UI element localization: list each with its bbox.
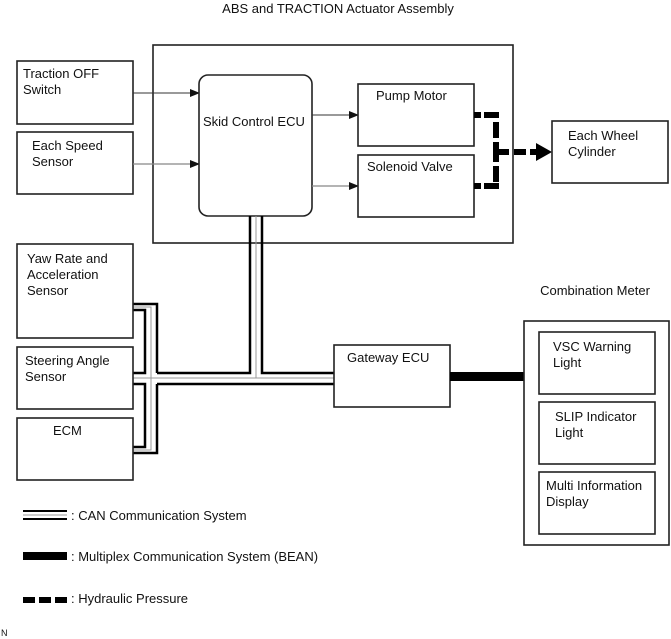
wheel-cylinder-label-2: Cylinder (568, 144, 616, 159)
legend-hydraulic-label: : Hydraulic Pressure (71, 591, 188, 606)
traction-off-switch-box: Traction OFF Switch (16, 60, 134, 125)
hydraulic-pressure-lines (474, 112, 552, 189)
speed-sensor-label-2: Sensor (32, 154, 74, 169)
mid-label-1: Multi Information (546, 478, 642, 493)
yaw-rate-label-3: Sensor (27, 283, 69, 298)
gateway-ecu-label: Gateway ECU (347, 350, 429, 365)
ecm-box: ECM (16, 417, 134, 481)
legend-can-label: : CAN Communication System (71, 508, 247, 523)
gateway-ecu-box: Gateway ECU (333, 344, 451, 408)
pump-motor-label: Pump Motor (376, 88, 447, 103)
combination-meter-frame (523, 320, 670, 546)
traction-off-label-1: Traction OFF (23, 66, 99, 81)
multi-information-display-box: Multi Information Display (538, 471, 656, 535)
diagram-title: ABS and TRACTION Actuator Assembly (222, 1, 454, 16)
ecm-label: ECM (53, 423, 82, 438)
vsc-label-2: Light (553, 355, 582, 370)
skid-control-ecu-box: Skid Control ECU (198, 74, 313, 217)
wheel-cylinder-label-1: Each Wheel (568, 128, 638, 143)
each-wheel-cylinder-box: Each Wheel Cylinder (551, 120, 669, 184)
pump-motor-box: Pump Motor (357, 83, 475, 147)
steering-angle-sensor-box: Steering Angle Sensor (16, 346, 134, 410)
steering-angle-label-2: Sensor (25, 369, 67, 384)
legend-can-swatch (23, 510, 67, 520)
skid-control-ecu-label: Skid Control ECU (203, 114, 305, 129)
yaw-rate-label-1: Yaw Rate and (27, 251, 108, 266)
solenoid-valve-box: Solenoid Valve (357, 154, 475, 218)
combination-meter-title: Combination Meter (540, 283, 650, 298)
mid-label-2: Display (546, 494, 589, 509)
each-speed-sensor-box: Each Speed Sensor (16, 131, 134, 195)
steering-angle-label-1: Steering Angle (25, 353, 110, 368)
legend: : CAN Communication System : Multiplex C… (23, 508, 318, 606)
legend-bean-label: : Multiplex Communication System (BEAN) (71, 549, 318, 564)
bean-line (450, 372, 524, 381)
vsc-warning-light-box: VSC Warning Light (538, 331, 656, 395)
solenoid-valve-label: Solenoid Valve (367, 159, 453, 174)
traction-off-label-2: Switch (23, 82, 61, 97)
slip-label-2: Light (555, 425, 584, 440)
yaw-rate-label-2: Acceleration (27, 267, 99, 282)
speed-sensor-label-1: Each Speed (32, 138, 103, 153)
corner-mark: N (1, 628, 8, 638)
yaw-rate-sensor-box: Yaw Rate and Acceleration Sensor (16, 243, 134, 339)
legend-hydraulic-swatch (23, 597, 67, 603)
slip-label-1: SLIP Indicator (555, 409, 637, 424)
slip-indicator-light-box: SLIP Indicator Light (538, 401, 656, 465)
can-bus-network (133, 216, 334, 455)
actuator-assembly-frame (152, 44, 514, 244)
legend-bean-swatch (23, 552, 67, 560)
vsc-label-1: VSC Warning (553, 339, 631, 354)
